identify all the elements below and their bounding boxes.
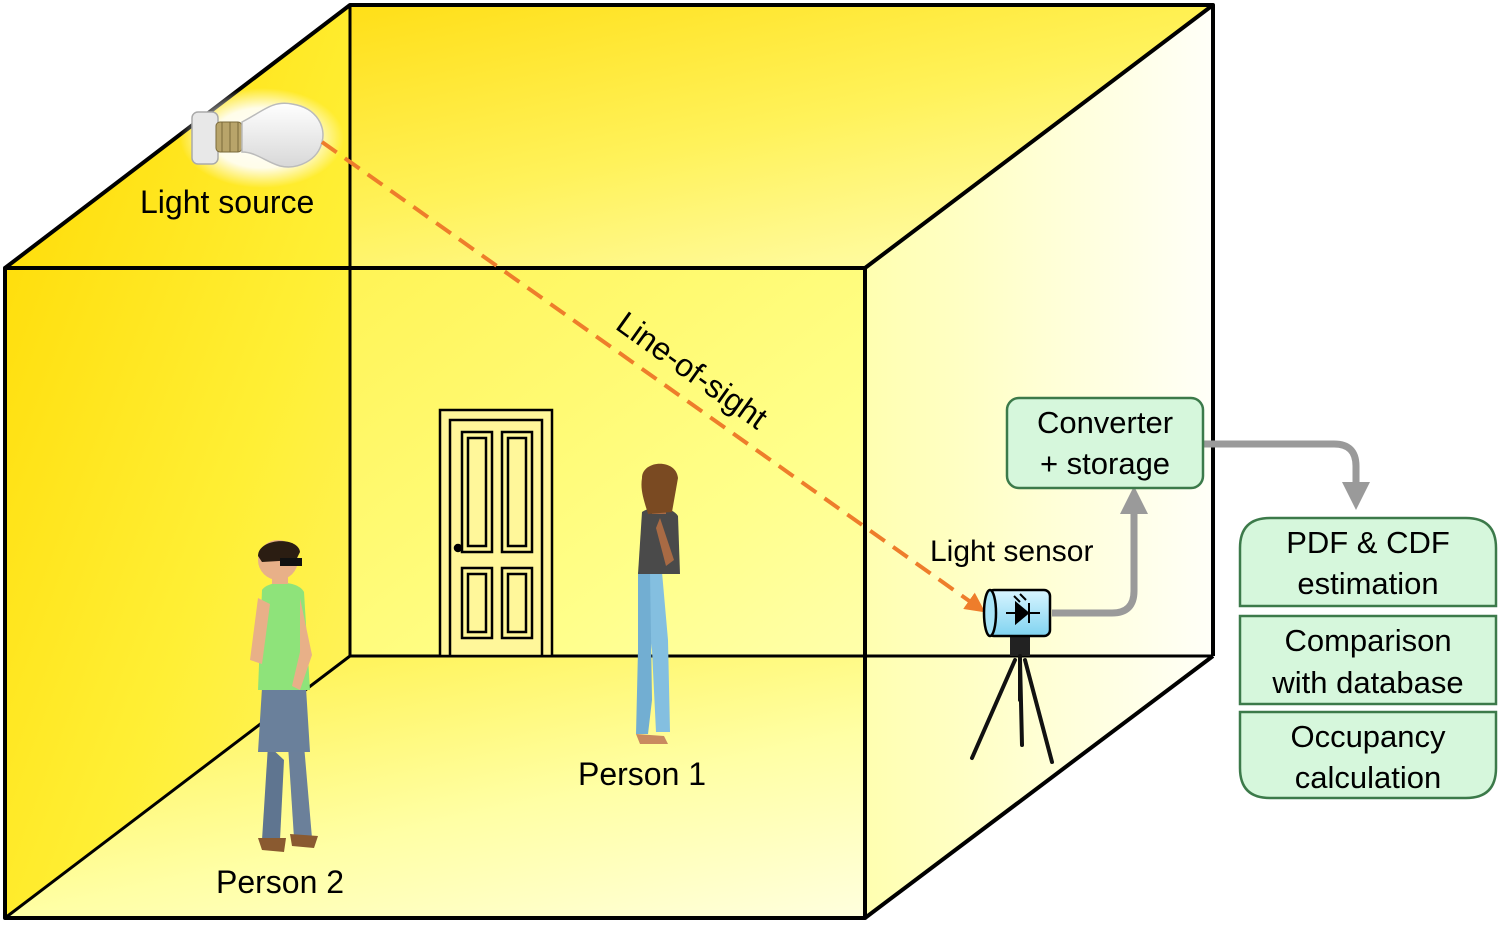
person-1-icon bbox=[636, 463, 680, 744]
pipeline-stack: PDF & CDF estimation Comparison with dat… bbox=[1238, 516, 1498, 800]
door-icon bbox=[438, 408, 554, 658]
light-sensor-label: Light sensor bbox=[930, 535, 1093, 568]
occupancy-line1: Occupancy bbox=[1290, 719, 1446, 754]
pdf-cdf-box bbox=[1238, 516, 1498, 608]
comparison-line2: with database bbox=[1271, 665, 1463, 700]
light-bulb-icon bbox=[180, 88, 344, 188]
converter-line2: + storage bbox=[1040, 446, 1170, 481]
converter-storage-box: Converter + storage bbox=[1005, 396, 1205, 490]
occupancy-line2: calculation bbox=[1295, 760, 1441, 795]
converter-to-pipeline-arrow bbox=[1203, 440, 1370, 510]
pdf-cdf-line1: PDF & CDF bbox=[1286, 525, 1450, 560]
converter-line1: Converter bbox=[1037, 405, 1173, 440]
sensor-to-converter-arrow bbox=[1052, 486, 1148, 617]
person-1-label: Person 1 bbox=[578, 756, 706, 792]
floor-right-edge bbox=[863, 654, 1215, 920]
pdf-cdf-line2: estimation bbox=[1297, 566, 1438, 601]
front-frame bbox=[3, 266, 867, 920]
occupancy-box bbox=[1238, 710, 1498, 800]
person-2-icon bbox=[250, 540, 318, 852]
light-sensor-icon bbox=[982, 588, 1052, 638]
person-2-label: Person 2 bbox=[216, 864, 344, 900]
light-source-label: Light source bbox=[140, 184, 314, 220]
comparison-line1: Comparison bbox=[1284, 623, 1451, 658]
top-edges bbox=[3, 3, 1215, 270]
line-of-sight-ray bbox=[320, 140, 986, 613]
comparison-box bbox=[1238, 614, 1498, 706]
tripod-icon bbox=[970, 636, 1054, 764]
